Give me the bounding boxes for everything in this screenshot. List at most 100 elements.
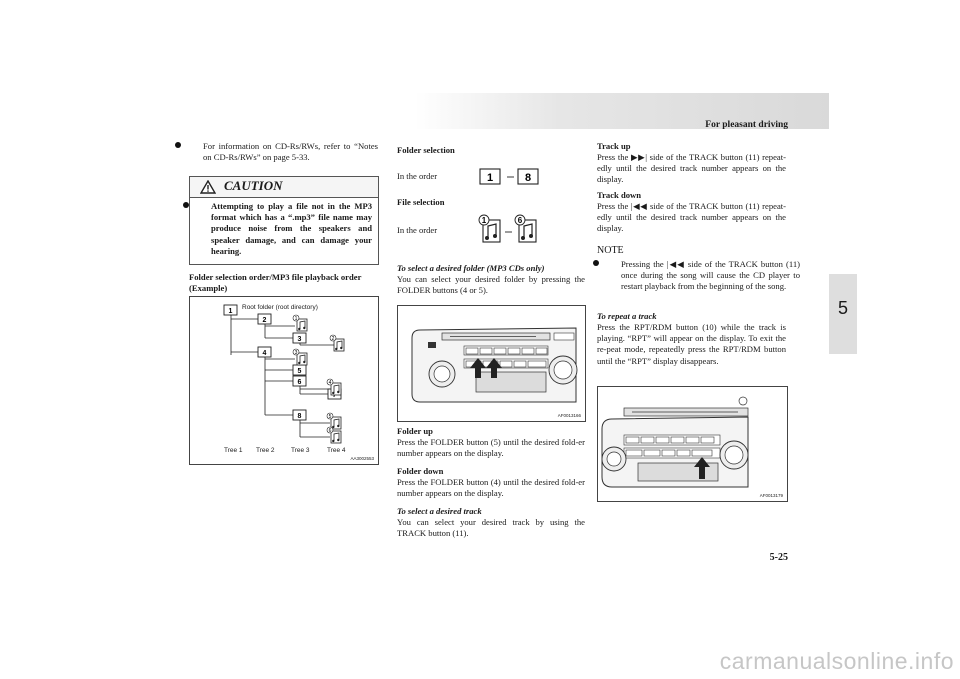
- folder-number-3: 3: [298, 336, 302, 343]
- warning-triangle-icon: [200, 180, 216, 194]
- pointer-arrows: [470, 358, 502, 378]
- caution-text: Attempting to play a file not in the MP3…: [211, 201, 372, 256]
- folder-order-heading: Folder selection order/MP3 file playback…: [189, 272, 362, 294]
- folder-order-label: In the order: [397, 171, 438, 181]
- music-file-icon: 4: [326, 378, 342, 396]
- radio-folder-figure: AF0013166: [397, 305, 586, 422]
- note-text-b: side of the TRACK button (11) once durin…: [621, 259, 800, 292]
- next-track-icon: ▶▶|: [631, 152, 647, 162]
- select-folder-text: You can select your desired folder by pr…: [397, 274, 585, 296]
- caution-box: CAUTION Attempting to play a file not in…: [183, 176, 379, 265]
- svg-text:4: 4: [329, 380, 332, 386]
- radio-faceplate: [601, 396, 749, 488]
- figure-code: AA3002553: [350, 456, 374, 461]
- folder-icon: [292, 409, 307, 421]
- folder-up-heading: Folder up: [397, 426, 433, 436]
- caution-header: CAUTION: [190, 177, 378, 198]
- watermark: carmanualsonline.info: [719, 648, 954, 674]
- file-order-symbol: 1 6: [478, 214, 537, 243]
- folder-tree-diagram: 1 2 3 4 5 6 7 8 1: [223, 304, 345, 444]
- track-up-heading: Track up: [597, 141, 631, 151]
- select-folder-heading: To select a desired folder (MP3 CDs only…: [397, 263, 545, 273]
- folder-up-text: Press the FOLDER button (5) until the de…: [397, 437, 585, 459]
- track-down-paragraph: Press the |◀◀ side of the TRACK button (…: [597, 201, 786, 235]
- page-header-title: For pleasant driving: [705, 120, 788, 130]
- tree-label-4: Tree 4: [327, 447, 346, 454]
- folder-number-5: 5: [298, 368, 302, 375]
- music-file-icon: 6: [326, 426, 342, 444]
- svg-text:5: 5: [329, 414, 332, 420]
- note-paragraph: Pressing the |◀◀ side of the TRACK butto…: [593, 259, 800, 293]
- folder-icon: [223, 304, 238, 316]
- svg-text:3: 3: [295, 350, 298, 356]
- folder-number-8: 8: [298, 413, 302, 420]
- svg-text:2: 2: [332, 336, 335, 342]
- folder-order-symbol: 1 8: [479, 168, 539, 185]
- tree-label-3: Tree 3: [291, 447, 310, 454]
- folder-from: 1: [487, 172, 493, 184]
- folder-icon: [292, 332, 307, 344]
- info-bullet-text: For information on CD-Rs/RWs, refer to “…: [203, 141, 378, 163]
- up-arrow-icon: [486, 358, 502, 378]
- folder-icon: [517, 168, 539, 185]
- bullet-dot-icon: [175, 142, 181, 148]
- track-up-text-a: Press the: [597, 152, 629, 162]
- repeat-heading: To repeat a track: [597, 311, 657, 321]
- music-file-icon: 2: [329, 334, 345, 352]
- folder-number-6: 6: [298, 379, 302, 386]
- info-bullet: For information on CD-Rs/RWs, refer to “…: [175, 141, 378, 163]
- music-file-icon: 1: [478, 214, 501, 243]
- bullet-dot-icon: [183, 202, 189, 208]
- chapter-number: 5: [837, 298, 848, 318]
- svg-text:6: 6: [329, 428, 332, 434]
- tree-label-2: Tree 2: [256, 447, 275, 454]
- track-up-text-b: side of the TRACK button (11) repeat-edl…: [597, 152, 786, 185]
- folder-icon: [257, 313, 272, 325]
- folder-to: 8: [525, 172, 531, 184]
- select-track-text: You can select your desired track by usi…: [397, 517, 585, 539]
- track-down-heading: Track down: [597, 190, 642, 200]
- caution-title: CAUTION: [224, 178, 283, 193]
- figure-code: AF0013179: [759, 493, 783, 498]
- select-track-heading: To select a desired track: [397, 506, 482, 516]
- file-selection-title: File selection: [397, 197, 445, 207]
- track-down-text-a: Press the: [597, 201, 629, 211]
- repeat-text: Press the RPT/RDM button (10) while the …: [597, 322, 786, 366]
- page-number: 5-25: [769, 552, 788, 563]
- folder-icon: [257, 346, 272, 358]
- root-folder-label: Root folder (root directory): [242, 304, 318, 311]
- file-from: 1: [482, 216, 487, 225]
- note-label: NOTE: [597, 245, 624, 256]
- folder-number-2: 2: [263, 317, 267, 324]
- folder-number-7: 7: [333, 392, 337, 399]
- bullet-dot-icon: [593, 260, 599, 266]
- radio-unit-illustration: [601, 396, 749, 488]
- file-to: 6: [518, 216, 523, 225]
- tree-label-1: Tree 1: [224, 447, 243, 454]
- folder-icon: [479, 168, 501, 185]
- music-file-icon: 1: [292, 314, 308, 332]
- folder-number-1: 1: [229, 308, 233, 315]
- note-text-a: Pressing the: [621, 259, 664, 269]
- track-up-paragraph: Press the ▶▶| side of the TRACK button (…: [597, 152, 786, 186]
- radio-unit-illustration: [411, 327, 578, 403]
- chapter-side-tab: 5: [829, 274, 857, 354]
- track-down-text-b: side of the TRACK button (11) repeat-edl…: [597, 201, 787, 234]
- svg-text:1: 1: [295, 316, 298, 322]
- music-file-icon: 6: [514, 214, 537, 243]
- previous-track-icon: |◀◀: [666, 259, 685, 269]
- folder-tree-figure: 1 2 3 4 5 6 7 8 1: [189, 296, 379, 465]
- music-file-icon: 3: [292, 348, 308, 366]
- previous-track-icon: |◀◀: [630, 201, 648, 211]
- folder-number-4: 4: [263, 350, 267, 357]
- up-arrow-icon: [694, 457, 710, 479]
- folder-icon: [292, 375, 307, 387]
- folder-selection-title: Folder selection: [397, 145, 455, 155]
- up-arrow-icon: [470, 358, 486, 378]
- folder-down-heading: Folder down: [397, 466, 444, 476]
- header-band: [415, 93, 829, 129]
- file-order-label: In the order: [397, 225, 438, 235]
- radio-repeat-figure: AF0013179: [597, 386, 788, 502]
- music-file-icon: 5: [326, 412, 342, 430]
- folder-down-text: Press the FOLDER button (4) until the de…: [397, 477, 585, 499]
